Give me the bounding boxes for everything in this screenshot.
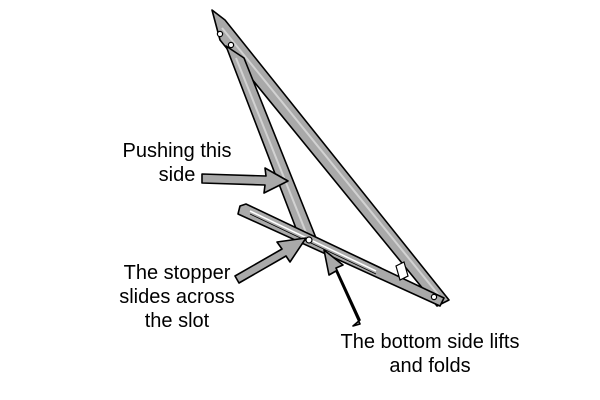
corner-hinge-plate xyxy=(395,261,409,281)
stopper-rivet-icon xyxy=(305,236,313,244)
label-stopper-line-2: slides across xyxy=(119,286,235,308)
corner-rivet-icon xyxy=(430,293,438,301)
label-bottom-side: The bottom side lifts and folds xyxy=(300,330,560,378)
inner-strut-highlight xyxy=(235,57,310,241)
lift-arrow-icon xyxy=(323,249,361,327)
stopper-arrow-icon xyxy=(234,237,307,284)
label-stopper-line-1: The stopper xyxy=(123,262,231,284)
slot-groove-edge xyxy=(249,213,377,275)
slot-groove xyxy=(249,210,377,272)
push-arrow-icon xyxy=(201,167,289,194)
label-pushing-line-1: Pushing this xyxy=(122,140,232,162)
main-bar-highlight xyxy=(221,27,442,299)
label-bottom-line-1: The bottom side lifts xyxy=(340,331,520,353)
label-stopper: The stopper slides across the slot xyxy=(92,261,262,333)
top-rivet-icon xyxy=(216,30,224,38)
label-stopper-line-3: the slot xyxy=(144,310,210,332)
label-bottom-line-2: and folds xyxy=(389,355,471,377)
upper-rivet-icon xyxy=(227,41,235,49)
label-pushing-line-2: side xyxy=(158,164,196,186)
label-pushing-side: Pushing this side xyxy=(92,139,262,187)
